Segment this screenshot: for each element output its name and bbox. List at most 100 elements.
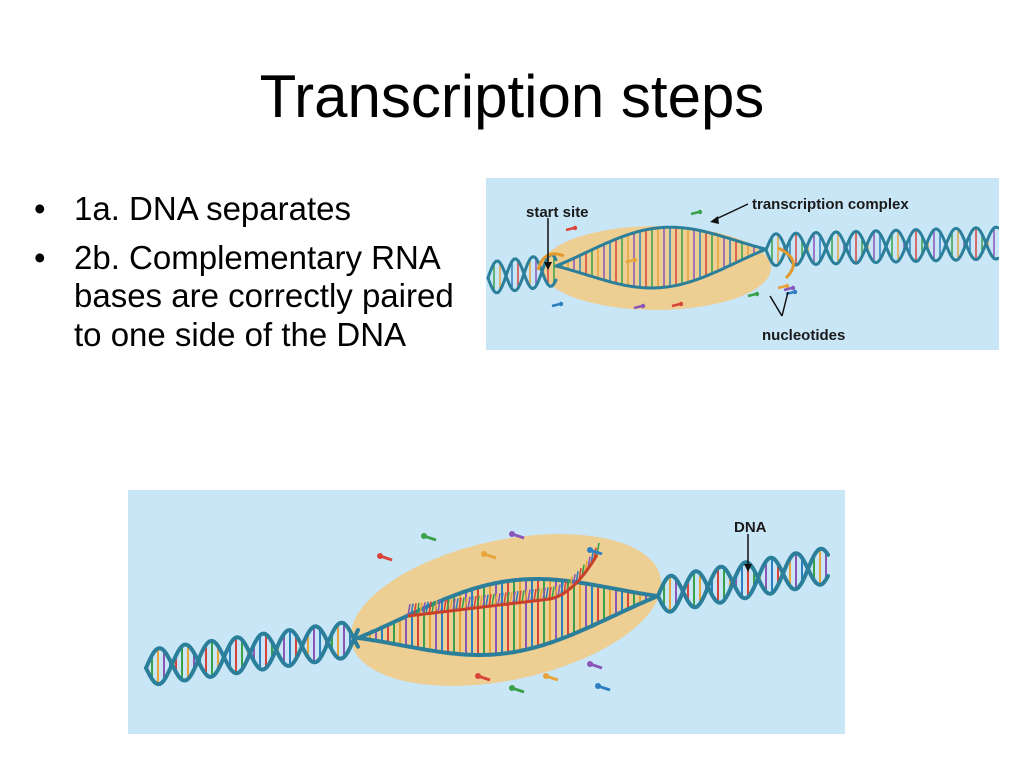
nucleotide-head — [792, 289, 798, 295]
nucleotide-head — [421, 533, 427, 539]
rna-base — [524, 589, 528, 603]
label-dna: DNA — [734, 519, 767, 536]
bullet-item: • 1a. DNA separates — [34, 190, 454, 229]
dna-backbone — [656, 551, 830, 614]
rna-base — [446, 599, 450, 612]
label-transcription-complex: transcription complex — [752, 196, 909, 213]
rna-base — [410, 603, 414, 616]
nucleotide — [690, 210, 700, 216]
nucleotide-head — [509, 531, 515, 537]
nucleotide — [625, 258, 635, 264]
rna-base — [485, 594, 489, 607]
nucleotide — [633, 304, 643, 310]
bullet-list: • 1a. DNA separates • 2b. Complementary … — [34, 190, 454, 364]
rna-base — [536, 588, 540, 601]
nucleotide-head — [632, 257, 638, 263]
free-nucleotides — [551, 209, 798, 310]
dna-backbone — [554, 247, 768, 290]
rna-base — [500, 592, 504, 605]
nucleotides-pointer-left — [769, 295, 783, 317]
transcription-complex-shape — [350, 534, 662, 686]
diagram-top-svg: start site transcription complex nucleot… — [486, 178, 999, 350]
nucleotide-head — [572, 225, 578, 231]
dna-backbone — [554, 225, 768, 268]
rna-base — [440, 599, 444, 613]
rna-base — [455, 598, 459, 611]
rna-base — [437, 600, 441, 613]
free-nucleotides — [377, 531, 611, 694]
rna-base — [560, 582, 564, 596]
transcription-complex-shape — [541, 226, 771, 310]
rna-base — [491, 593, 495, 607]
rna-base — [449, 598, 453, 612]
rna-base — [407, 603, 411, 617]
nucleotide — [565, 226, 575, 232]
dna-backbone — [486, 255, 558, 293]
rna-base — [434, 600, 438, 613]
dna-backbone — [486, 253, 558, 295]
nucleotide — [777, 284, 787, 290]
rna-base — [461, 597, 465, 610]
rna-base — [482, 594, 486, 608]
nucleotide-head — [475, 673, 481, 679]
transcription-diagram-top: start site transcription complex nucleot… — [486, 178, 999, 350]
rna-base — [506, 591, 510, 605]
rna-base — [554, 585, 558, 598]
rna-base — [548, 586, 552, 600]
rna-base — [539, 588, 543, 601]
bullet-text: 2b. Complementary RNA bases are correctl… — [74, 238, 454, 353]
rna-base — [464, 597, 468, 610]
start-site-arrowhead — [544, 262, 552, 270]
rna-base — [419, 602, 423, 615]
rna-base — [473, 595, 477, 609]
rna-base — [443, 599, 447, 612]
rna-base — [509, 591, 513, 604]
rna-base — [557, 584, 561, 597]
rna-base — [542, 587, 546, 600]
nucleotide-head — [481, 551, 487, 557]
rna-strand — [407, 542, 600, 618]
nucleotide-head — [543, 673, 549, 679]
complex-arrowhead — [710, 216, 719, 224]
nucleotide-head — [678, 301, 684, 307]
bullet-item: • 2b. Complementary RNA bases are correc… — [34, 239, 454, 355]
rna-base — [470, 596, 474, 609]
rna-base — [488, 594, 492, 607]
bullet-text: 1a. DNA separates — [74, 190, 351, 227]
nucleotide-head — [587, 661, 593, 667]
rna-base — [521, 590, 525, 603]
rna-base — [512, 591, 516, 604]
nucleotide-head — [754, 291, 760, 297]
rna-base — [518, 590, 522, 603]
transcription-diagram-bottom: DNA — [128, 490, 845, 734]
rna-base — [497, 593, 501, 606]
nucleotide-head — [509, 685, 515, 691]
nucleotide-head — [558, 301, 564, 307]
dna-backbone — [356, 594, 660, 657]
dna-backbone — [764, 225, 999, 268]
nucleotide — [783, 286, 793, 292]
rna-base — [503, 592, 507, 605]
nucleotide-head — [587, 547, 593, 553]
dna-helix — [486, 225, 999, 295]
rna-backbone — [407, 554, 599, 618]
rna-base — [452, 598, 456, 611]
rna-base — [422, 602, 426, 615]
slide-title: Transcription steps — [259, 63, 765, 130]
bullet-marker: • — [34, 190, 46, 227]
nucleotide-head — [784, 283, 790, 289]
rna-base — [431, 600, 435, 614]
nucleotide — [671, 302, 681, 308]
rna-base — [533, 588, 537, 602]
nucleotide — [747, 292, 757, 298]
nucleotide-head — [697, 209, 703, 215]
rna-base — [458, 597, 462, 611]
rna-base — [494, 593, 498, 606]
dna-backbone — [144, 624, 360, 683]
rna-base — [428, 601, 432, 614]
nucleotide-head — [790, 285, 796, 291]
rna-base — [425, 601, 429, 614]
dna-backbone — [144, 620, 360, 687]
rna-base — [416, 602, 420, 616]
dna-backbone — [764, 226, 999, 267]
